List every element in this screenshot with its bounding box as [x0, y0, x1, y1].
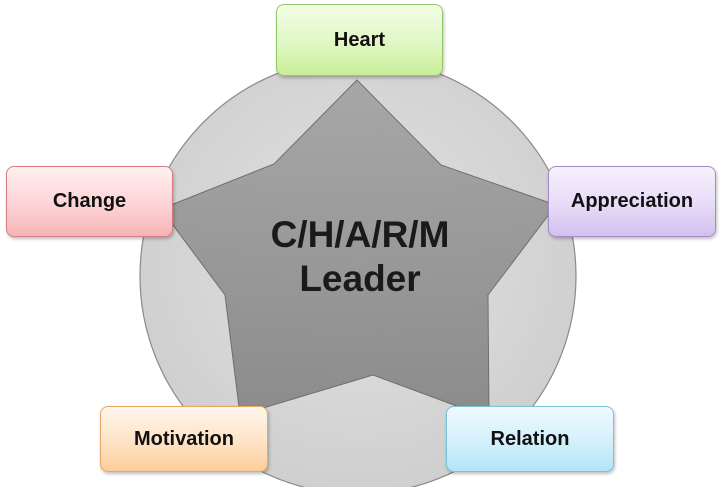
center-star	[160, 79, 557, 419]
node-appreciation-label: Appreciation	[570, 190, 694, 212]
node-relation-label: Relation	[490, 427, 570, 450]
node-relation: Relation	[446, 406, 614, 472]
node-heart-label: Heart	[333, 28, 386, 51]
center-title-line2: Leader	[299, 258, 421, 299]
center-title: C/H/A/R/M Leader	[230, 213, 490, 301]
node-change: Change	[6, 166, 173, 237]
node-change-label: Change	[52, 190, 127, 212]
node-heart: Heart	[276, 4, 443, 76]
node-motivation: Motivation	[100, 406, 268, 472]
node-appreciation: Appreciation	[548, 166, 716, 237]
node-motivation-label: Motivation	[134, 427, 234, 450]
center-title-line1: C/H/A/R/M	[270, 214, 450, 255]
